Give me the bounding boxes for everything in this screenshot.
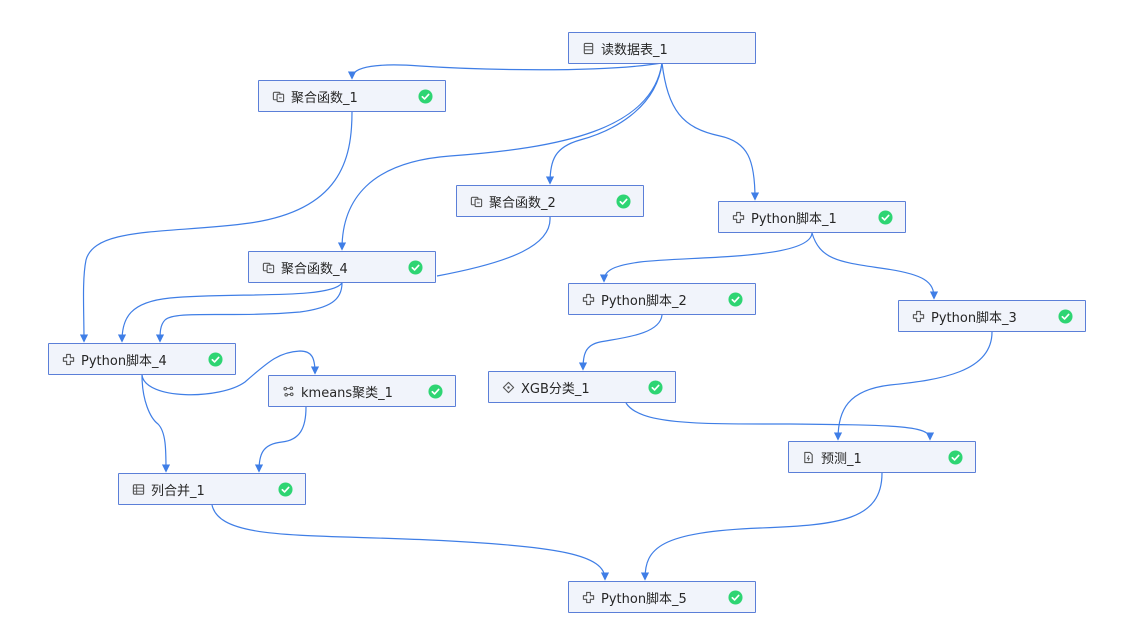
edge-read-to-agg1[interactable] <box>347 62 663 80</box>
node-kmeans[interactable]: kmeans聚类_1 <box>268 375 456 407</box>
node-label: 聚合函数_2 <box>489 195 556 211</box>
edge-agg4-b-to-py4[interactable] <box>155 282 343 343</box>
node-read[interactable]: 读数据表_1 <box>568 32 756 64</box>
success-check-icon <box>208 351 223 367</box>
success-check-icon <box>616 193 631 209</box>
node-py5[interactable]: Python脚本_5 <box>568 581 756 613</box>
success-check-icon <box>728 589 743 605</box>
edge-kmeans-to-merge[interactable] <box>254 406 307 473</box>
node-label: 预测_1 <box>821 451 862 467</box>
cluster-icon <box>281 384 295 398</box>
aggregate-icon <box>261 260 275 274</box>
node-py2[interactable]: Python脚本_2 <box>568 283 756 315</box>
node-label: Python脚本_4 <box>81 353 167 369</box>
edge-agg2-to-py4[interactable] <box>436 216 551 277</box>
edge-agg4-to-py4[interactable] <box>117 282 343 343</box>
node-label: Python脚本_3 <box>931 310 1017 326</box>
aggregate-icon <box>271 89 285 103</box>
node-py4[interactable]: Python脚本_4 <box>48 343 236 375</box>
python-icon <box>731 210 745 224</box>
node-merge[interactable]: 列合并_1 <box>118 473 306 505</box>
node-py3[interactable]: Python脚本_3 <box>898 300 1086 332</box>
table-icon <box>581 41 595 55</box>
node-label: kmeans聚类_1 <box>301 385 393 401</box>
edge-read-to-agg2[interactable] <box>545 62 663 185</box>
node-label: 列合并_1 <box>151 483 205 499</box>
node-label: 读数据表_1 <box>601 42 668 58</box>
python-icon <box>911 309 925 323</box>
success-check-icon <box>428 383 443 399</box>
node-pred[interactable]: 预测_1 <box>788 441 976 473</box>
success-check-icon <box>418 88 433 104</box>
node-label: Python脚本_2 <box>601 293 687 309</box>
node-label: 聚合函数_1 <box>291 90 358 106</box>
success-check-icon <box>878 209 893 225</box>
merge-columns-icon <box>131 482 145 496</box>
node-py1[interactable]: Python脚本_1 <box>718 201 906 233</box>
node-agg4[interactable]: 聚合函数_4 <box>248 251 436 283</box>
predict-icon <box>801 450 815 464</box>
edge-py1-to-py3[interactable] <box>811 232 939 300</box>
edge-merge-to-py5[interactable] <box>211 504 610 581</box>
node-agg1[interactable]: 聚合函数_1 <box>258 80 446 112</box>
edge-py4-to-merge[interactable] <box>141 374 171 473</box>
edge-pred-to-py5[interactable] <box>640 472 883 581</box>
success-check-icon <box>278 481 293 497</box>
aggregate-icon <box>469 194 483 208</box>
node-xgb[interactable]: XGB分类_1 <box>488 371 676 403</box>
node-label: 聚合函数_4 <box>281 261 348 277</box>
node-label: Python脚本_1 <box>751 211 837 227</box>
success-check-icon <box>648 379 663 395</box>
success-check-icon <box>1058 308 1073 324</box>
edge-read-to-py1[interactable] <box>661 62 760 201</box>
python-icon <box>581 590 595 604</box>
node-label: XGB分类_1 <box>521 381 590 397</box>
node-agg2[interactable]: 聚合函数_2 <box>456 185 644 217</box>
classify-icon <box>501 380 515 394</box>
success-check-icon <box>408 259 423 275</box>
edge-agg1-to-py4[interactable] <box>79 111 353 343</box>
edge-xgb-to-pred[interactable] <box>625 402 935 441</box>
python-icon <box>61 352 75 366</box>
edge-py3-to-pred[interactable] <box>833 331 993 441</box>
node-label: Python脚本_5 <box>601 591 687 607</box>
success-check-icon <box>948 449 963 465</box>
edge-py1-to-py2[interactable] <box>599 232 813 283</box>
edge-py2-to-xgb[interactable] <box>578 314 663 371</box>
python-icon <box>581 292 595 306</box>
success-check-icon <box>728 291 743 307</box>
